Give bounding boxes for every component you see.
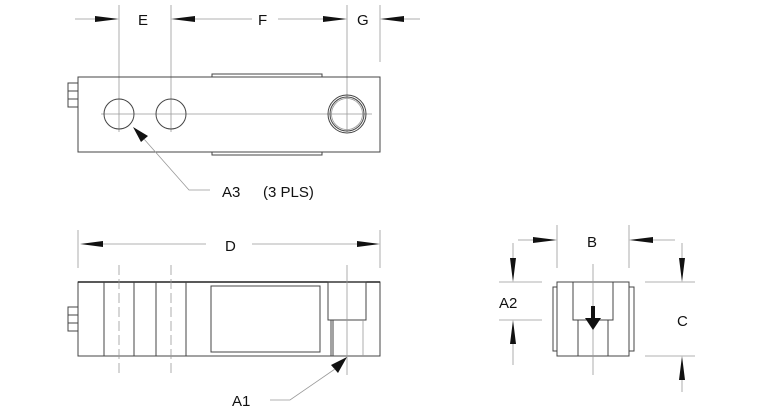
dim-label-d: D xyxy=(225,238,236,255)
callout-a1: A1 xyxy=(232,393,250,410)
connector-nut xyxy=(67,82,79,108)
load-direction-arrow-icon xyxy=(591,306,595,321)
callout-a3-note: (3 PLS) xyxy=(263,184,314,201)
arrow-right-icon xyxy=(533,237,557,243)
arrow-down-icon xyxy=(679,258,685,282)
flange xyxy=(552,286,558,352)
dim-label-e: E xyxy=(138,12,148,29)
dim-label-c: C xyxy=(677,313,688,330)
connector-nut xyxy=(67,306,79,332)
mounting-hole xyxy=(155,98,187,130)
dim-label-g: G xyxy=(357,12,369,29)
arrow-up-icon xyxy=(679,356,685,380)
arrow-left-icon xyxy=(80,241,103,247)
label-window xyxy=(210,285,321,353)
dim-label-f: F xyxy=(258,12,267,29)
flange xyxy=(628,286,635,352)
arrow-down-icon xyxy=(510,258,516,282)
arrow-right-icon xyxy=(95,16,119,22)
top-view: E F G A3 (3 PLS) xyxy=(67,5,420,201)
end-view: B A2 C xyxy=(499,225,695,392)
arrow-right-icon xyxy=(357,241,380,247)
arrow-left-icon xyxy=(380,16,404,22)
arrow-up-icon xyxy=(510,320,516,344)
leader-arrow-icon xyxy=(331,357,347,373)
arrow-left-icon xyxy=(629,237,653,243)
callout-a3: A3 xyxy=(222,184,240,201)
beam-body xyxy=(77,281,381,357)
beam-body xyxy=(77,76,381,153)
leader-line xyxy=(143,138,210,191)
mounting-hole xyxy=(103,98,135,130)
leader-line xyxy=(270,368,336,401)
side-view: D A1 xyxy=(67,230,381,410)
dim-label-b: B xyxy=(587,234,597,251)
load-hole xyxy=(327,94,367,134)
leader-arrow-icon xyxy=(133,127,148,142)
dim-label-a2: A2 xyxy=(499,295,517,312)
arrow-right-icon xyxy=(323,16,347,22)
arrow-left-icon xyxy=(171,16,195,22)
